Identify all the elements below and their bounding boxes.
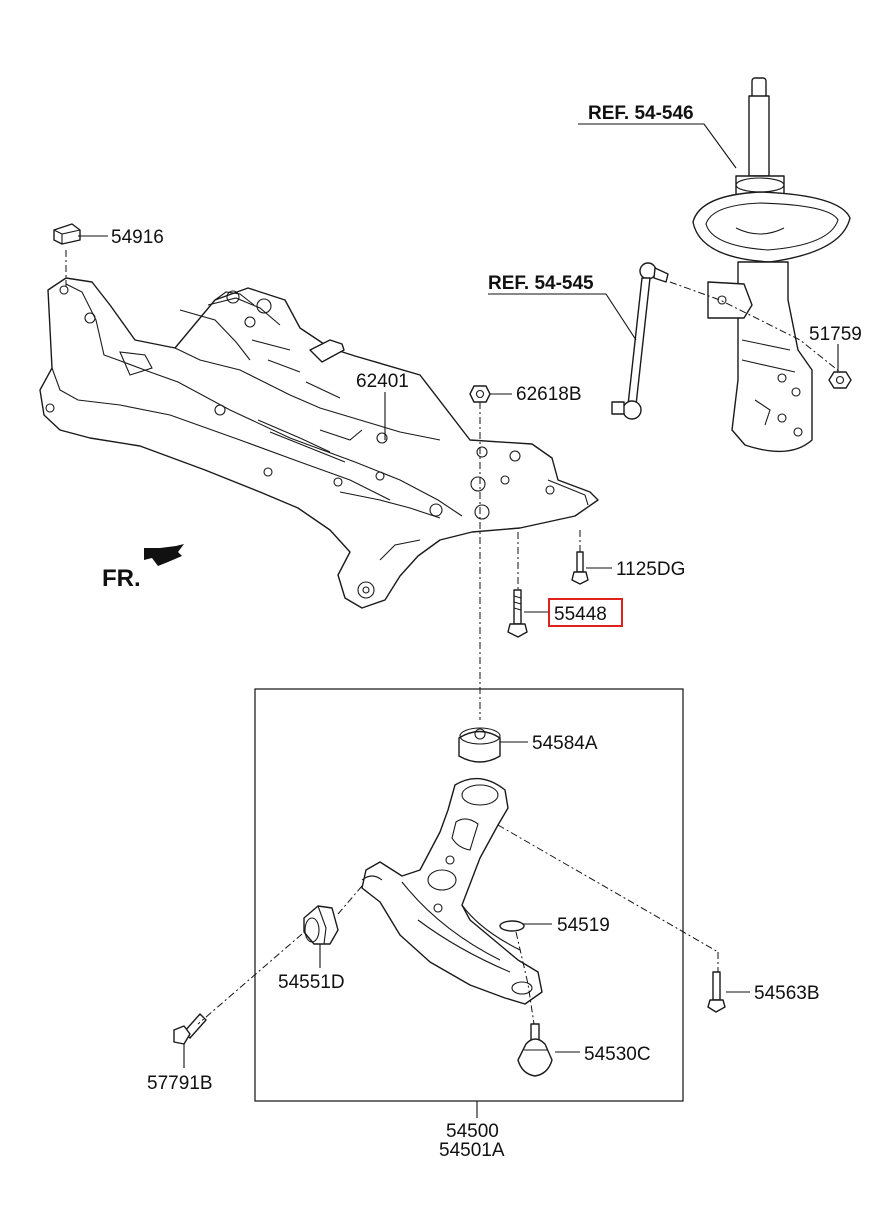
lower-control-arm [361,777,543,1005]
highlight-box-55448[interactable] [548,598,623,627]
bushing-54584A [458,727,501,763]
part-label-62401[interactable]: 62401 [356,371,409,392]
nut-62618B [469,385,491,403]
bolt-54563B [707,971,726,1013]
ref-label-stabilizer[interactable]: REF. 54-545 [488,273,594,294]
shock-absorber [692,77,851,453]
part-label-54530C[interactable]: 54530C [584,1044,651,1065]
ref-label-shock[interactable]: REF. 54-546 [588,103,694,124]
bushing-54551D [303,905,339,945]
alignment-lines [65,250,841,1025]
part-label-54551D[interactable]: 54551D [278,972,345,993]
part-label-54519[interactable]: 54519 [557,915,610,936]
part-label-54563B[interactable]: 54563B [754,983,820,1004]
part-label-57791B[interactable]: 57791B [147,1073,213,1094]
part-label-54584A[interactable]: 54584A [532,733,598,754]
clip-54519 [499,920,525,932]
part-label-54500[interactable]: 54500 [446,1121,499,1142]
cap-54916 [53,223,81,245]
part-label-51759[interactable]: 51759 [809,324,862,345]
front-direction-label: FR. [102,565,141,592]
stabilizer-link [611,262,669,420]
part-label-54501A[interactable]: 54501A [439,1140,505,1161]
nut-51759 [828,371,852,389]
bolt-1125DG [571,551,589,585]
ball-joint-54530C [517,1023,553,1077]
part-label-55448[interactable]: 55448 [554,604,607,625]
subframe-62401 [39,277,599,609]
part-label-62618B[interactable]: 62618B [516,384,582,405]
part-label-54916[interactable]: 54916 [111,227,164,248]
leader-lines [78,123,839,1118]
lower-arm-assembly-box [254,688,684,1102]
bolt-55448 [507,589,528,638]
bolt-57791B [173,1013,207,1045]
front-direction-arrow [144,544,184,566]
part-label-1125DG[interactable]: 1125DG [616,559,685,580]
